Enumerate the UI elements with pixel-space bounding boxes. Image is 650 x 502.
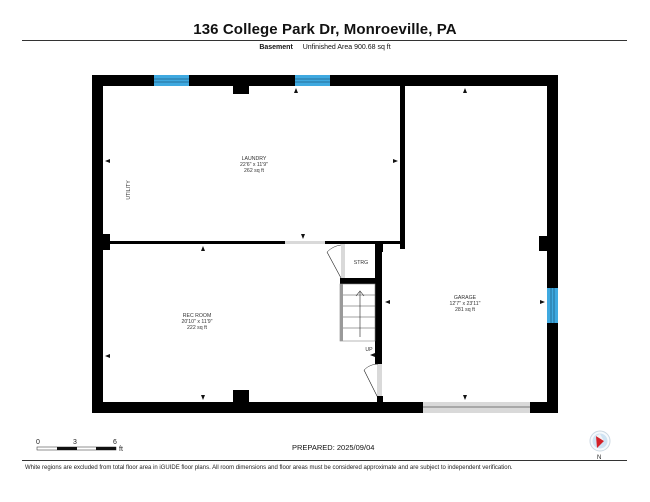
room-dimensions: 22'6" x 11'9" [240,162,268,168]
marker-icon [463,395,467,400]
window [295,75,330,86]
garage-door [423,402,530,413]
scale-tick-0: 0 [36,439,40,446]
room-garage: GARAGE 12'7" x 23'11" 281 sq ft [450,295,481,313]
room-area: 222 sq ft [187,325,207,331]
marker-icon [201,395,205,400]
marker-icon [393,159,398,163]
footer-divider [22,460,627,461]
floor-summary: Basement Unfinished Area 900.68 sq ft [0,44,650,51]
storage-door [326,244,345,279]
room-utility: UTILITY [126,180,132,200]
door-jamb [377,396,383,402]
marker-icon [294,88,298,93]
room-area: 262 sq ft [244,168,264,174]
disclaimer-text: White regions are excluded from total fl… [25,465,513,471]
room-rec-room: REC ROOM 20'10" x 11'9" 222 sq ft [182,313,213,331]
page-title: 136 College Park Dr, Monroeville, PA [193,21,457,38]
view-markers [105,88,545,400]
marker-icon [540,300,545,304]
marker-icon [463,88,467,93]
stairs-up-label: UP [365,347,373,353]
door-opening [285,241,325,244]
window [547,288,558,323]
room-name: GARAGE [454,295,477,301]
room-name: REC ROOM [183,313,212,319]
room-area: 281 sq ft [455,307,475,313]
marker-icon [385,300,390,304]
marker-icon [301,234,305,239]
marker-icon [370,353,375,357]
marker-icon [105,159,110,163]
scale-tick-3: 3 [73,439,77,446]
marker-icon [201,246,205,251]
compass-icon: N [589,430,611,461]
room-name: LAUNDRY [242,156,267,162]
floor-area: Unfinished Area 900.68 sq ft [302,44,391,51]
marker-icon [105,354,110,358]
floor-name: Basement [259,44,293,51]
prepared-date: PREPARED: 2025/09/04 [292,443,375,452]
compass-north-label: N [597,455,601,461]
scale-unit: ft [119,446,123,453]
window [154,75,189,86]
header-divider [22,40,627,41]
room-dimensions: 20'10" x 11'9" [182,319,213,325]
scale-bar: 0 3 6 ft [36,439,123,453]
room-laundry: LAUNDRY 22'6" x 11'9" 262 sq ft [240,156,268,174]
stairs [339,283,376,342]
scale-tick-6: 6 [113,439,117,446]
room-dimensions: 12'7" x 23'11" [450,301,481,307]
interior-walls [103,86,405,364]
room-storage: STRG [354,260,368,266]
